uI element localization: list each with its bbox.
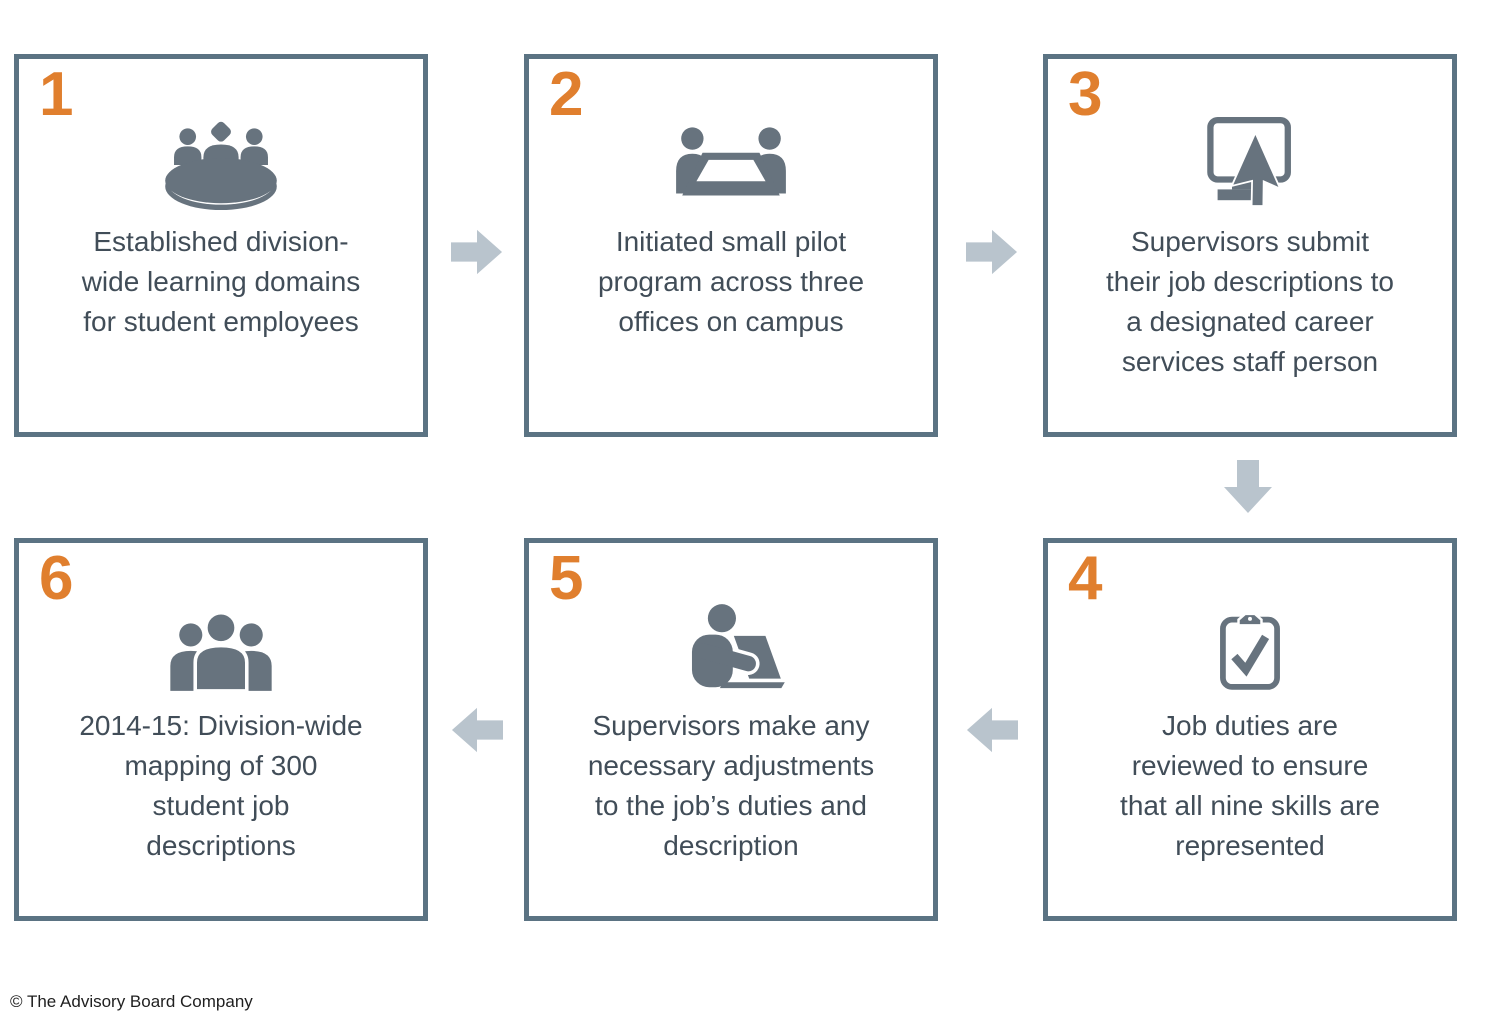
step-box-1: 1 Established division- wide learning do… bbox=[14, 54, 428, 437]
step-number-4: 4 bbox=[1068, 544, 1103, 613]
arrow-step5-step6 bbox=[451, 706, 503, 754]
step-box-3: 3 Supervisors submit their job descripti… bbox=[1043, 54, 1457, 437]
step-box-4: 4 Job duties are reviewed to ensure that… bbox=[1043, 538, 1457, 921]
arrow-step4-step5 bbox=[966, 706, 1018, 754]
step-box-6: 6 2014-15: Division-wide mapping of 300 … bbox=[14, 538, 428, 921]
step-text-3: Supervisors submit their job description… bbox=[1106, 226, 1394, 377]
meeting-table-icon bbox=[529, 109, 933, 223]
computer-cursor-icon bbox=[1048, 109, 1452, 223]
roundtable-meeting-icon bbox=[19, 109, 423, 223]
step-box-5: 5 Supervisors make any necessary adjustm… bbox=[524, 538, 938, 921]
people-group-icon bbox=[19, 593, 423, 707]
step-text-6: 2014-15: Division-wide mapping of 300 st… bbox=[79, 710, 363, 861]
step-number-5: 5 bbox=[549, 544, 584, 613]
step-text-5: Supervisors make any necessary adjustmen… bbox=[587, 710, 875, 861]
person-laptop-icon bbox=[529, 593, 933, 707]
arrow-step2-step3 bbox=[966, 228, 1018, 276]
step-box-2: 2 Initiated small pilot program across t… bbox=[524, 54, 938, 437]
clipboard-check-icon bbox=[1048, 593, 1452, 707]
step-text-4: Job duties are reviewed to ensure that a… bbox=[1120, 710, 1380, 861]
copyright-text: © The Advisory Board Company bbox=[10, 992, 253, 1011]
arrow-step1-step2 bbox=[451, 228, 503, 276]
step-text-2: Initiated small pilot program across thr… bbox=[597, 226, 865, 337]
arrow-step3-step4 bbox=[1223, 460, 1273, 514]
step-number-1: 1 bbox=[39, 60, 74, 129]
step-number-3: 3 bbox=[1068, 60, 1103, 129]
step-text-1: Established division- wide learning doma… bbox=[81, 226, 361, 337]
step-number-6: 6 bbox=[39, 544, 74, 613]
step-number-2: 2 bbox=[549, 60, 584, 129]
